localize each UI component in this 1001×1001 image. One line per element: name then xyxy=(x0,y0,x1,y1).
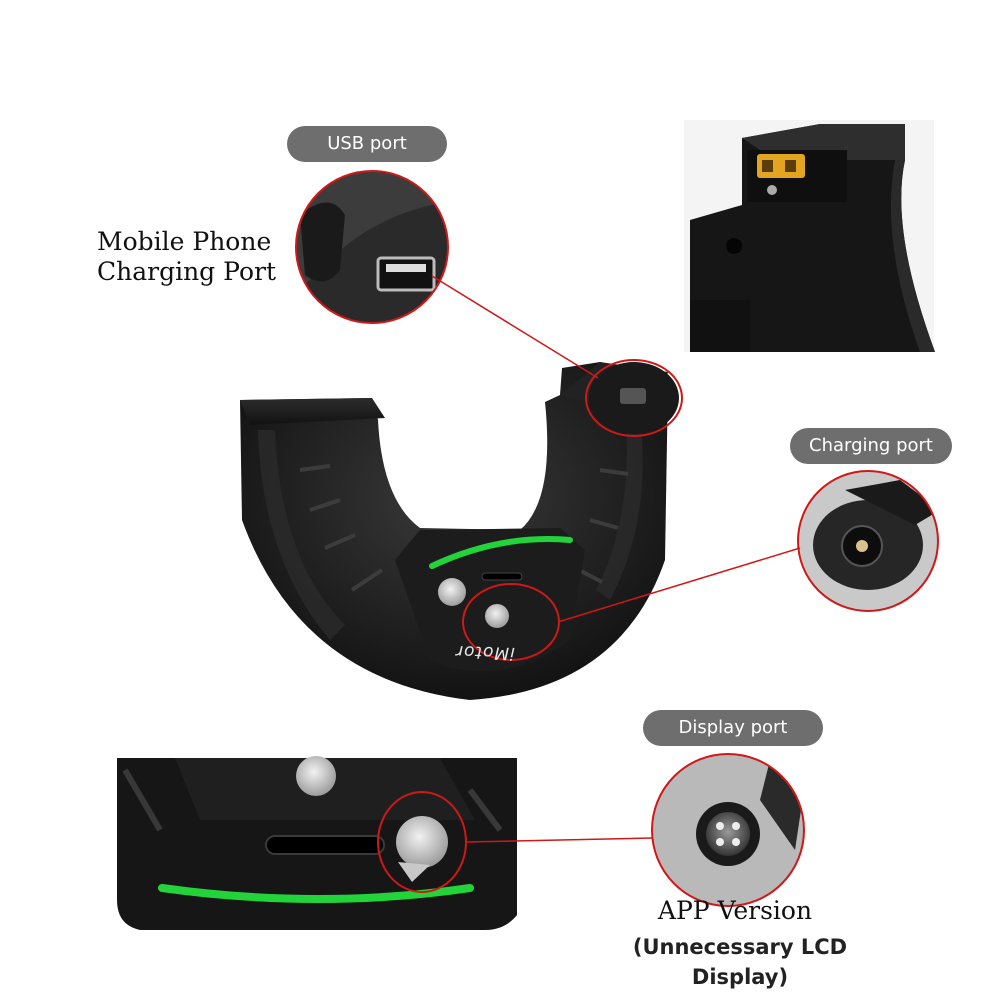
rear-view-photo xyxy=(684,120,935,352)
main-device xyxy=(240,359,683,700)
display-port-label: Display port xyxy=(643,710,823,746)
brand-logo-text: iMotor xyxy=(454,640,516,664)
app-version-label: APP Version xyxy=(657,896,813,925)
usb-zoom-circle xyxy=(295,170,599,379)
display-port-closeup-photo xyxy=(117,756,653,930)
usb-port-label: USB port xyxy=(287,126,447,162)
mobile-phone-charging-label: Mobile Phone Charging Port xyxy=(97,227,297,287)
charging-zoom-circle xyxy=(557,470,939,623)
charging-port-label: Charging port xyxy=(790,428,952,464)
lcd-note-label: (Unnecessary LCD Display) xyxy=(632,935,848,989)
display-zoom-circle xyxy=(651,753,805,907)
mobile-phone-line: Mobile Phone xyxy=(97,227,272,256)
charging-port-line: Charging Port xyxy=(97,257,276,286)
